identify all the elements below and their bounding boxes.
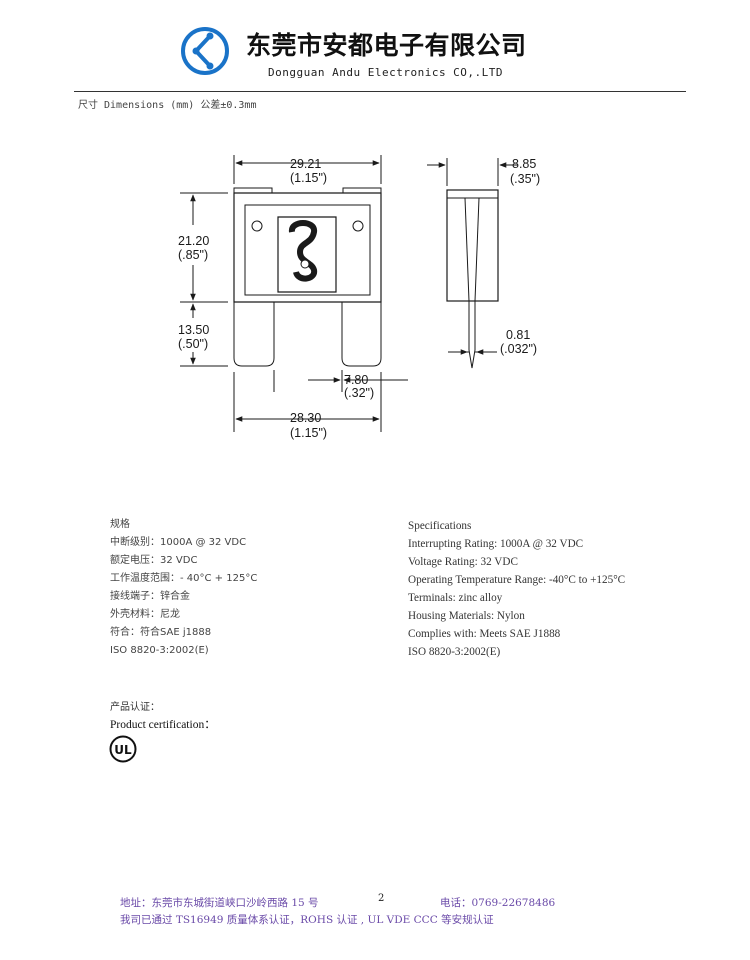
- footer-address: 地址：东莞市东城街道峡口沙岭西路 15 号: [120, 897, 319, 909]
- company-name-en: Dongguan Andu Electronics CO,.LTD: [268, 66, 504, 79]
- dimension-note: 尺寸 Dimensions (mm) 公差±0.3mm: [78, 100, 257, 111]
- specs-en: Specifications Interrupting Rating: 1000…: [408, 517, 625, 661]
- dim-thickness-in: (.35"): [510, 172, 540, 186]
- dim-overall-width-in: (1.15"): [290, 426, 327, 440]
- spec-en-item: ISO 8820-3:2002(E): [408, 646, 501, 658]
- certification-label-cn: 产品认证：: [110, 702, 160, 713]
- specs-en-title: Specifications: [408, 520, 472, 532]
- company-logo-icon: [181, 27, 229, 75]
- fuse-front-view: [233, 187, 382, 367]
- spec-en-item: Housing Materials: Nylon: [408, 610, 525, 622]
- spec-en-item: Interrupting Rating: 1000A @ 32 VDC: [408, 538, 584, 550]
- fuse-side-view: [446, 189, 499, 369]
- dim-body-height-mm: 21.20: [178, 234, 209, 248]
- spec-cn-item: 额定电压：32 VDC: [110, 555, 198, 566]
- spec-en-item: Operating Temperature Range: -40°C to +1…: [408, 574, 626, 586]
- dim-body-height-in: (.85"): [178, 248, 208, 262]
- specs-cn: 规格 中断级别：1000A @ 32 VDC 额定电压：32 VDC 工作温度范…: [110, 516, 257, 660]
- dim-blade-thickness-mm: 0.81: [506, 328, 530, 342]
- spec-cn-item: 符合：符合SAE j1888: [110, 627, 212, 638]
- spec-cn-item: 外壳材料：尼龙: [110, 609, 180, 620]
- spec-cn-item: 接线端子：锌合金: [110, 591, 190, 602]
- dim-blade-height-mm: 13.50: [178, 323, 209, 337]
- certification-label-en: Product certification：: [110, 719, 216, 731]
- footer-certifications: 我司已通过 TS16949 质量体系认证，ROHS 认证 , UL VDE CC…: [120, 914, 494, 926]
- fuse-dimension-drawing: 29.21 (1.15") 8.85 (.35") 21.20 (.85") 1…: [178, 155, 540, 440]
- dim-width-mm: 29.21: [290, 157, 321, 171]
- ul-mark-text: UL: [114, 743, 132, 757]
- page-number: 2: [378, 893, 385, 904]
- header-divider: [74, 91, 686, 92]
- spec-en-item: Complies with: Meets SAE J1888: [408, 628, 561, 640]
- dim-thickness-mm: 8.85: [512, 157, 536, 171]
- spec-cn-item: 中断级别：1000A @ 32 VDC: [110, 537, 247, 548]
- spec-en-item: Terminals: zinc alloy: [408, 592, 503, 604]
- dim-blade-gap-mm: 7.80: [344, 373, 368, 387]
- dim-width-in: (1.15"): [290, 171, 327, 185]
- ul-listed-icon: UL: [109, 735, 137, 763]
- dim-overall-width-mm: 28.30: [290, 411, 321, 425]
- specs-cn-title: 规格: [110, 519, 130, 530]
- spec-cn-item: 工作温度范围：- 40°C + 125°C: [110, 573, 258, 584]
- dim-blade-thickness-in: (.032"): [500, 342, 537, 356]
- dim-blade-gap-in: (.32"): [344, 386, 374, 400]
- spec-cn-item: ISO 8820-3:2002(E): [110, 645, 209, 656]
- footer-phone: 电话：0769-22678486: [440, 897, 556, 909]
- spec-en-item: Voltage Rating: 32 VDC: [408, 556, 518, 568]
- company-name-cn: 东莞市安都电子有限公司: [246, 31, 527, 60]
- dim-blade-height-in: (.50"): [178, 337, 208, 351]
